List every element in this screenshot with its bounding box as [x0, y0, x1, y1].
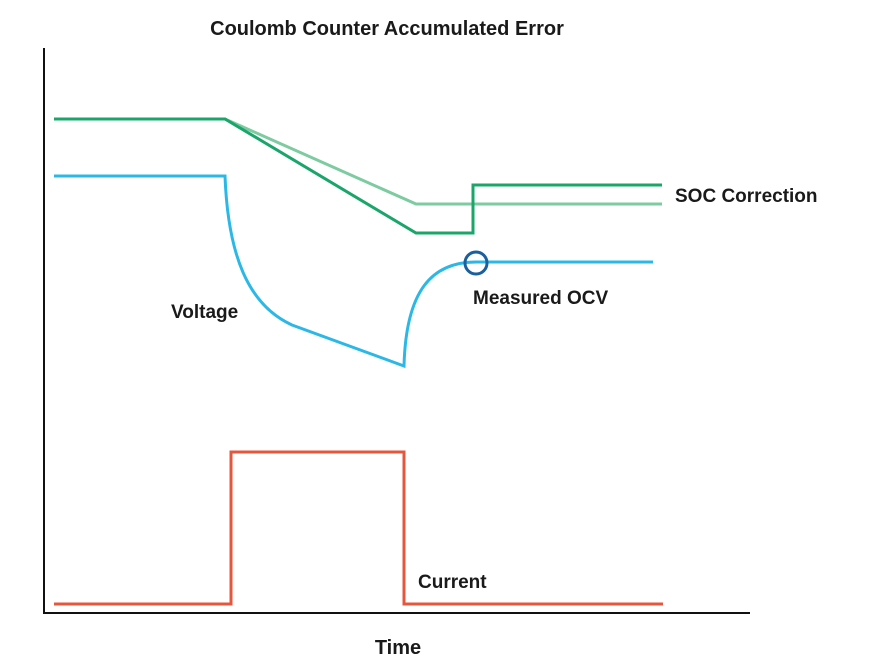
soc-estimate-line: [54, 117, 662, 206]
current-label: Current: [418, 572, 487, 593]
soc-correction-line: [54, 117, 662, 235]
voltage-label: Voltage: [171, 302, 238, 323]
measured-ocv-marker: [463, 250, 489, 276]
soc-correction-label: SOC Correction: [675, 186, 818, 207]
diagram-title: Coulomb Counter Accumulated Error: [210, 18, 564, 40]
voltage-curve: [54, 174, 653, 369]
x-axis-label: Time: [375, 637, 421, 659]
current-line: [54, 450, 663, 606]
measured-ocv-label: Measured OCV: [473, 288, 608, 309]
